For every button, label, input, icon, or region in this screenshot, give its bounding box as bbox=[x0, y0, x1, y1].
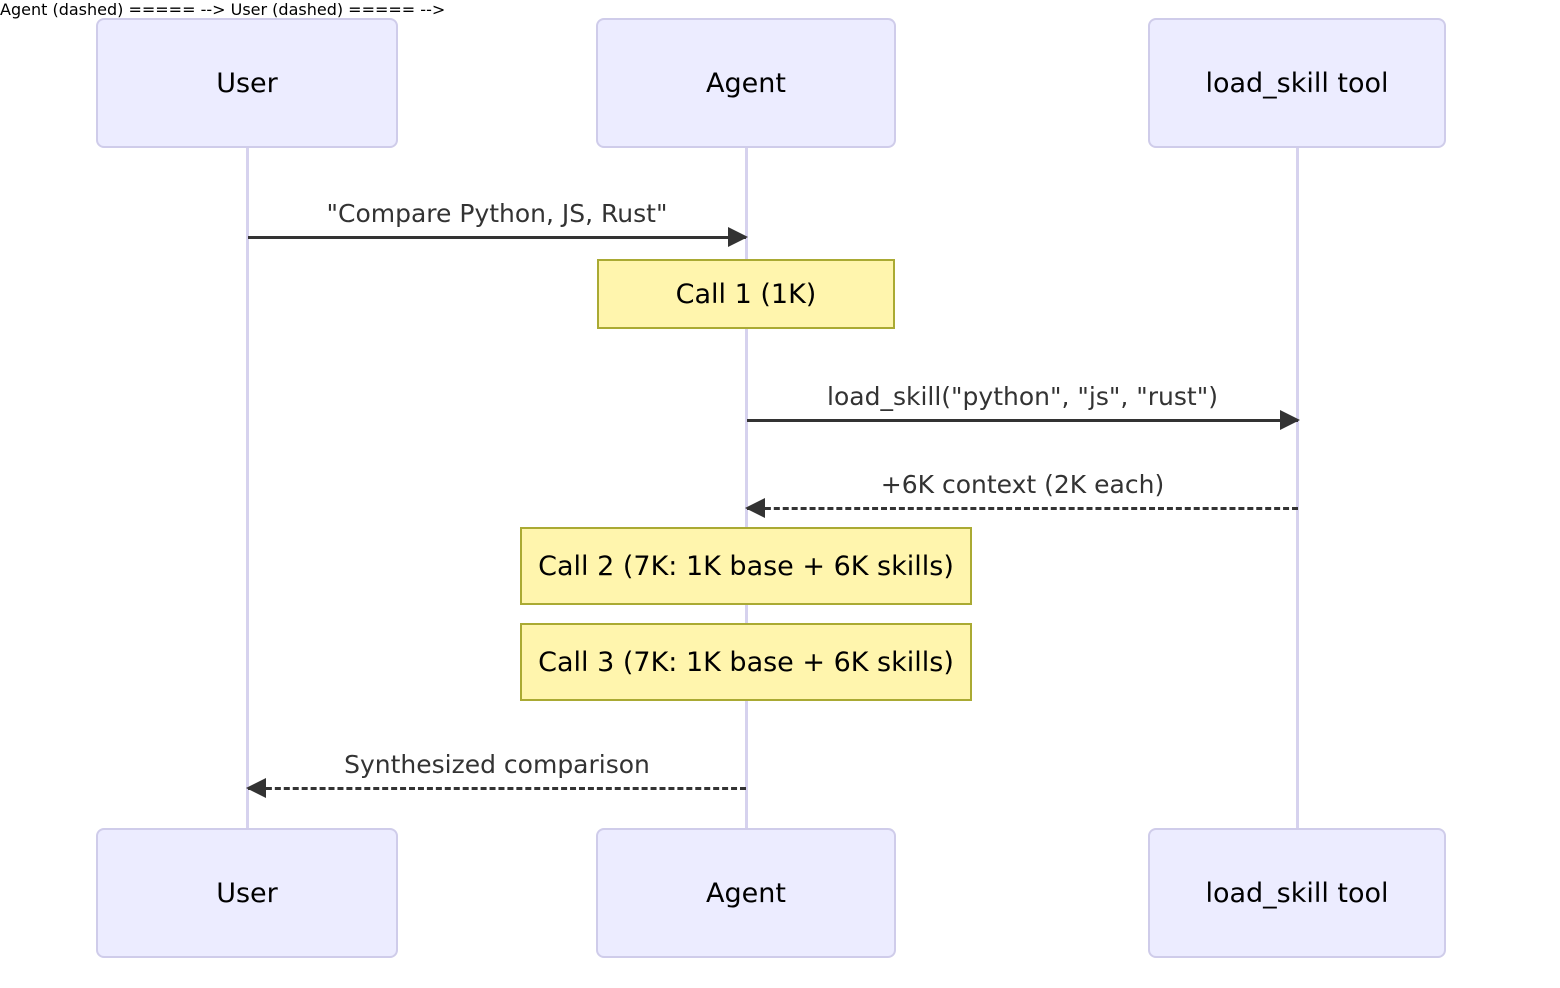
note-label-call-2: Call 2 (7K: 1K base + 6K skills) bbox=[538, 550, 954, 582]
lifeline-user bbox=[246, 148, 249, 828]
message-label-synthesized-comparison: Synthesized comparison bbox=[344, 750, 650, 779]
arrowhead-left-icon bbox=[246, 778, 266, 798]
message-line-load-skill-call bbox=[747, 419, 1298, 422]
note-label-call-3: Call 3 (7K: 1K base + 6K skills) bbox=[538, 646, 954, 678]
message-label-load-skill-call: load_skill("python", "js", "rust") bbox=[827, 382, 1218, 411]
note-call-3: Call 3 (7K: 1K base + 6K skills) bbox=[520, 623, 972, 701]
actor-label-user-top: User bbox=[216, 67, 278, 99]
actor-box-agent-bottom[interactable]: Agent bbox=[596, 828, 896, 958]
actor-box-user-bottom[interactable]: User bbox=[96, 828, 398, 958]
actor-box-agent-top[interactable]: Agent bbox=[596, 18, 896, 148]
actor-box-load-skill-tool-bottom[interactable]: load_skill tool bbox=[1148, 828, 1446, 958]
lifeline-load-skill-tool bbox=[1296, 148, 1299, 828]
actor-label-agent-bottom: Agent bbox=[706, 877, 786, 909]
note-call-1: Call 1 (1K) bbox=[597, 259, 895, 329]
note-label-call-1: Call 1 (1K) bbox=[675, 278, 817, 310]
actor-box-user-top[interactable]: User bbox=[96, 18, 398, 148]
arrowhead-right-icon bbox=[728, 227, 748, 247]
actor-box-load-skill-tool-top[interactable]: load_skill tool bbox=[1148, 18, 1446, 148]
message-line-synthesized-comparison bbox=[248, 787, 746, 790]
message-label-context-return: +6K context (2K each) bbox=[880, 470, 1165, 499]
actor-label-agent-top: Agent bbox=[706, 67, 786, 99]
message-line-context-return bbox=[747, 507, 1298, 510]
message-line-compare-request bbox=[248, 236, 746, 239]
message-label-compare-request: "Compare Python, JS, Rust" bbox=[326, 199, 668, 228]
arrowhead-right-icon bbox=[1280, 410, 1300, 430]
note-call-2: Call 2 (7K: 1K base + 6K skills) bbox=[520, 527, 972, 605]
actor-label-load-skill-tool-top: load_skill tool bbox=[1205, 67, 1389, 99]
lifeline-agent bbox=[745, 148, 748, 828]
actor-label-user-bottom: User bbox=[216, 877, 278, 909]
arrowhead-left-icon bbox=[745, 498, 765, 518]
actor-label-load-skill-tool-bottom: load_skill tool bbox=[1205, 877, 1389, 909]
